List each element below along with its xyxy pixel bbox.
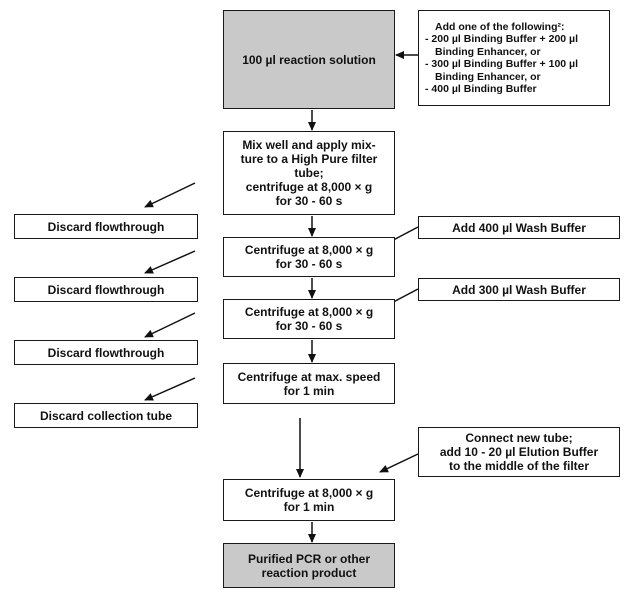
step-centrifuge-2: Centrifuge at 8,000 × g for 30 - 60 s (223, 299, 395, 339)
step-mix-apply-centrifuge: Mix well and apply mix- ture to a High P… (223, 131, 395, 215)
discard-flowthrough-2: Discard flowthrough (14, 277, 198, 302)
step-purified-product: Purified PCR or other reaction product (223, 543, 395, 588)
reagent-binding-options: Add one of the following²: - 200 µl Bind… (418, 10, 610, 106)
discard-flowthrough-1: Discard flowthrough (14, 214, 198, 239)
arrow-discard-flow-3 (144, 312, 196, 338)
step-centrifuge-1: Centrifuge at 8,000 × g for 30 - 60 s (223, 237, 395, 277)
discard-flowthrough-3: Discard flowthrough (14, 340, 198, 365)
arrow-discard-flow-2 (144, 250, 196, 274)
step-reaction-solution: 100 µl reaction solution (223, 10, 395, 109)
arrow-discard-flow-1 (144, 182, 196, 208)
step-centrifuge-final: Centrifuge at 8,000 × g for 1 min (223, 479, 395, 521)
arrow-elution-in (379, 453, 419, 473)
step-centrifuge-max-speed: Centrifuge at max. speed for 1 min (223, 363, 395, 404)
reagent-wash-400: Add 400 µl Wash Buffer (418, 216, 620, 239)
arrow-discard-tube (144, 377, 196, 401)
reagent-wash-300: Add 300 µl Wash Buffer (418, 278, 620, 301)
discard-collection-tube: Discard collection tube (14, 403, 198, 428)
reagent-elution: Connect new tube; add 10 - 20 µl Elution… (418, 427, 620, 477)
